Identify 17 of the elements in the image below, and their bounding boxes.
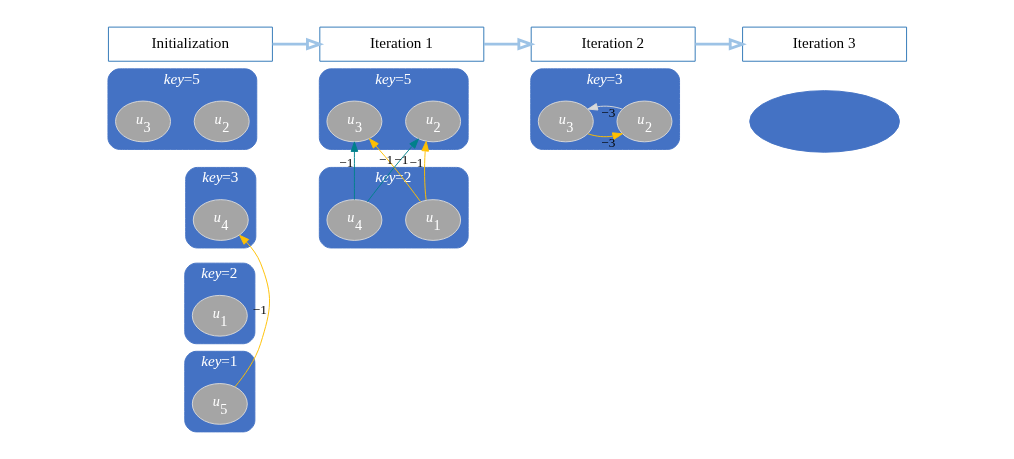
node-box: Iteration 3 [741, 26, 907, 62]
arrow [586, 103, 623, 111]
edge-label: −1 [393, 151, 408, 167]
arrow [483, 37, 535, 51]
arrow [694, 37, 747, 51]
arrow [350, 141, 358, 200]
arrow [420, 141, 429, 201]
edge-label: −3 [600, 104, 616, 120]
node-box: Initialization [107, 26, 273, 62]
edge-label: −3 [600, 135, 615, 151]
node-box: Iteration 2 [530, 26, 696, 62]
arrow [586, 132, 623, 140]
node-box: Iteration 1 [318, 26, 484, 62]
arrow [272, 37, 324, 51]
node-ellipse [748, 90, 900, 153]
arrow [234, 234, 270, 388]
edge-label: −1 [378, 151, 393, 167]
